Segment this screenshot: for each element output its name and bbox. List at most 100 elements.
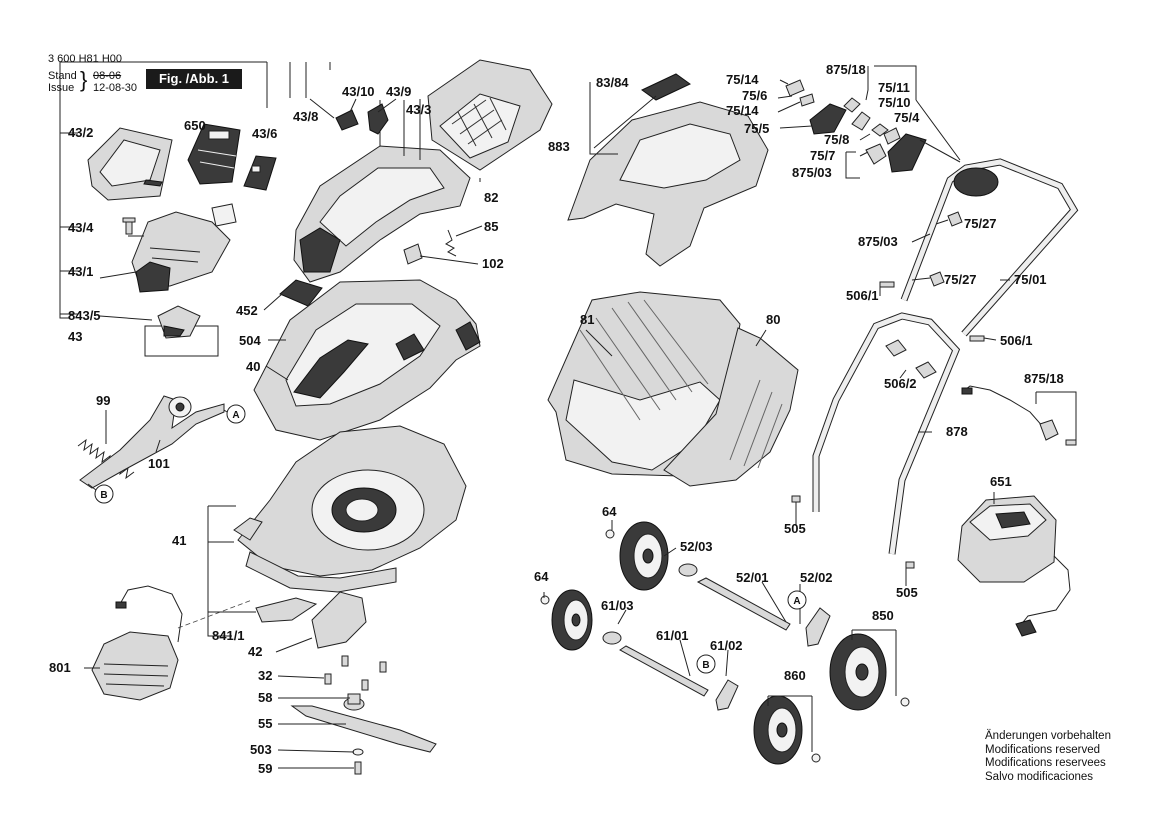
wheel-rear-upper-part bbox=[829, 633, 887, 711]
label-75-01: 75/01 bbox=[1014, 272, 1047, 287]
label-43-4: 43/4 bbox=[68, 220, 94, 235]
label-52-02: 52/02 bbox=[800, 570, 833, 585]
clip-75-27-b bbox=[929, 271, 945, 287]
main-deck-part bbox=[253, 279, 481, 441]
wheel-rear-lower-part bbox=[753, 695, 803, 765]
label-875-03-top: 875/03 bbox=[792, 165, 832, 180]
label-43-6: 43/6 bbox=[252, 126, 277, 141]
wheel-front-upper-part bbox=[619, 521, 669, 591]
label-650: 650 bbox=[184, 118, 206, 133]
knob-506-2-a bbox=[885, 339, 907, 357]
svg-text:B: B bbox=[100, 490, 107, 501]
cap-850 bbox=[900, 697, 910, 707]
label-875-18-top: 875/18 bbox=[826, 62, 866, 77]
label-506-1-a: 506/1 bbox=[846, 288, 879, 303]
label-75-27-b: 75/27 bbox=[944, 272, 977, 287]
label-452: 452 bbox=[236, 303, 258, 318]
label-43-9: 43/9 bbox=[386, 84, 411, 99]
grass-box-80-part bbox=[663, 327, 799, 487]
label-43-2: 43/2 bbox=[68, 125, 93, 140]
label-504: 504 bbox=[239, 333, 261, 348]
label-503: 503 bbox=[250, 742, 272, 757]
marker-a-right: A bbox=[787, 590, 807, 610]
notice-en: Modifications reserved bbox=[985, 743, 1101, 756]
upper-housing-part bbox=[293, 100, 471, 283]
marker-a-left: A bbox=[223, 404, 246, 424]
label-850: 850 bbox=[872, 608, 894, 623]
label-75-14-b: 75/14 bbox=[726, 103, 759, 118]
stand-label: Stand bbox=[48, 70, 77, 82]
notice-es: Salvo modificaciones bbox=[985, 770, 1094, 783]
screw-505-b bbox=[905, 561, 915, 569]
part-102 bbox=[403, 243, 423, 265]
top-cover-part bbox=[427, 59, 553, 171]
spring-85-part bbox=[445, 229, 457, 257]
label-506-1-b: 506/1 bbox=[1000, 333, 1033, 348]
marker-b-left: B bbox=[87, 483, 114, 504]
label-75-10: 75/10 bbox=[878, 95, 911, 110]
label-505-a: 505 bbox=[784, 521, 806, 536]
label-99: 99 bbox=[96, 393, 110, 408]
label-101: 101 bbox=[148, 456, 170, 471]
label-43-1: 43/1 bbox=[68, 264, 93, 279]
notice-de: Änderungen vorbehalten bbox=[985, 730, 1111, 742]
screws-32-parts bbox=[324, 655, 387, 691]
label-843-5: 843/5 bbox=[68, 308, 101, 323]
bolt-506-1-a bbox=[879, 281, 895, 288]
label-52-03: 52/03 bbox=[680, 539, 713, 554]
label-40: 40 bbox=[246, 359, 260, 374]
label-41: 41 bbox=[172, 533, 186, 548]
upper-handle-part bbox=[900, 158, 1079, 337]
screw-43-4-part bbox=[122, 217, 136, 235]
lever-101-part bbox=[79, 395, 225, 489]
label-505-b: 505 bbox=[896, 585, 918, 600]
spring-99-part bbox=[77, 438, 135, 480]
label-75-14-a: 75/14 bbox=[726, 72, 759, 87]
cap-860 bbox=[811, 753, 821, 763]
battery-housing-part bbox=[131, 203, 237, 293]
label-61-02: 61/02 bbox=[710, 638, 743, 653]
wheel-front-lower-part bbox=[551, 589, 593, 651]
label-43: 43 bbox=[68, 329, 82, 344]
label-83-84: 83/84 bbox=[596, 75, 629, 90]
label-75-27-a: 75/27 bbox=[964, 216, 997, 231]
label-81: 81 bbox=[580, 312, 594, 327]
svg-text:A: A bbox=[793, 596, 800, 607]
lower-deck-part bbox=[237, 425, 467, 593]
label-75-8: 75/8 bbox=[824, 132, 849, 147]
label-75-6: 75/6 bbox=[742, 88, 767, 103]
issue-date: 12-08-30 bbox=[93, 82, 138, 94]
label-82: 82 bbox=[484, 190, 498, 205]
grass-box-81-part bbox=[547, 291, 741, 477]
battery-pack-part bbox=[187, 123, 241, 185]
label-80: 80 bbox=[766, 312, 780, 327]
brace-glyph: } bbox=[80, 67, 88, 92]
hub-58-part bbox=[343, 693, 365, 711]
bosch-plate-part bbox=[279, 279, 323, 307]
label-506-2: 506/2 bbox=[884, 376, 917, 391]
issue-label: Issue bbox=[48, 82, 75, 94]
label-85: 85 bbox=[484, 219, 498, 234]
label-651: 651 bbox=[990, 474, 1012, 489]
grass-box-lid-part bbox=[567, 73, 769, 267]
part-labels: 43/2 650 43/6 43/4 43/1 843/5 43 43/8 43… bbox=[49, 62, 1064, 776]
label-860: 860 bbox=[784, 668, 806, 683]
connector-key-part bbox=[243, 155, 277, 191]
modifications-notice: Änderungen vorbehalten Modifications res… bbox=[985, 730, 1111, 784]
small-clip-parts bbox=[335, 103, 389, 135]
switch-843-5-part bbox=[157, 305, 201, 339]
screw-59-part bbox=[354, 761, 362, 775]
washer-503-part bbox=[352, 748, 364, 756]
lower-handle-part bbox=[812, 312, 961, 555]
label-61-01: 61/01 bbox=[656, 628, 689, 643]
screw-505-a bbox=[791, 495, 801, 503]
label-878: 878 bbox=[946, 424, 968, 439]
blade-55-part bbox=[290, 705, 437, 753]
label-42: 42 bbox=[248, 644, 262, 659]
label-875-03-b: 875/03 bbox=[858, 234, 898, 249]
clip-75-27-a bbox=[947, 211, 963, 227]
label-64-lower: 64 bbox=[534, 569, 549, 584]
label-883: 883 bbox=[548, 139, 570, 154]
cable-875-18-part bbox=[961, 385, 1077, 446]
